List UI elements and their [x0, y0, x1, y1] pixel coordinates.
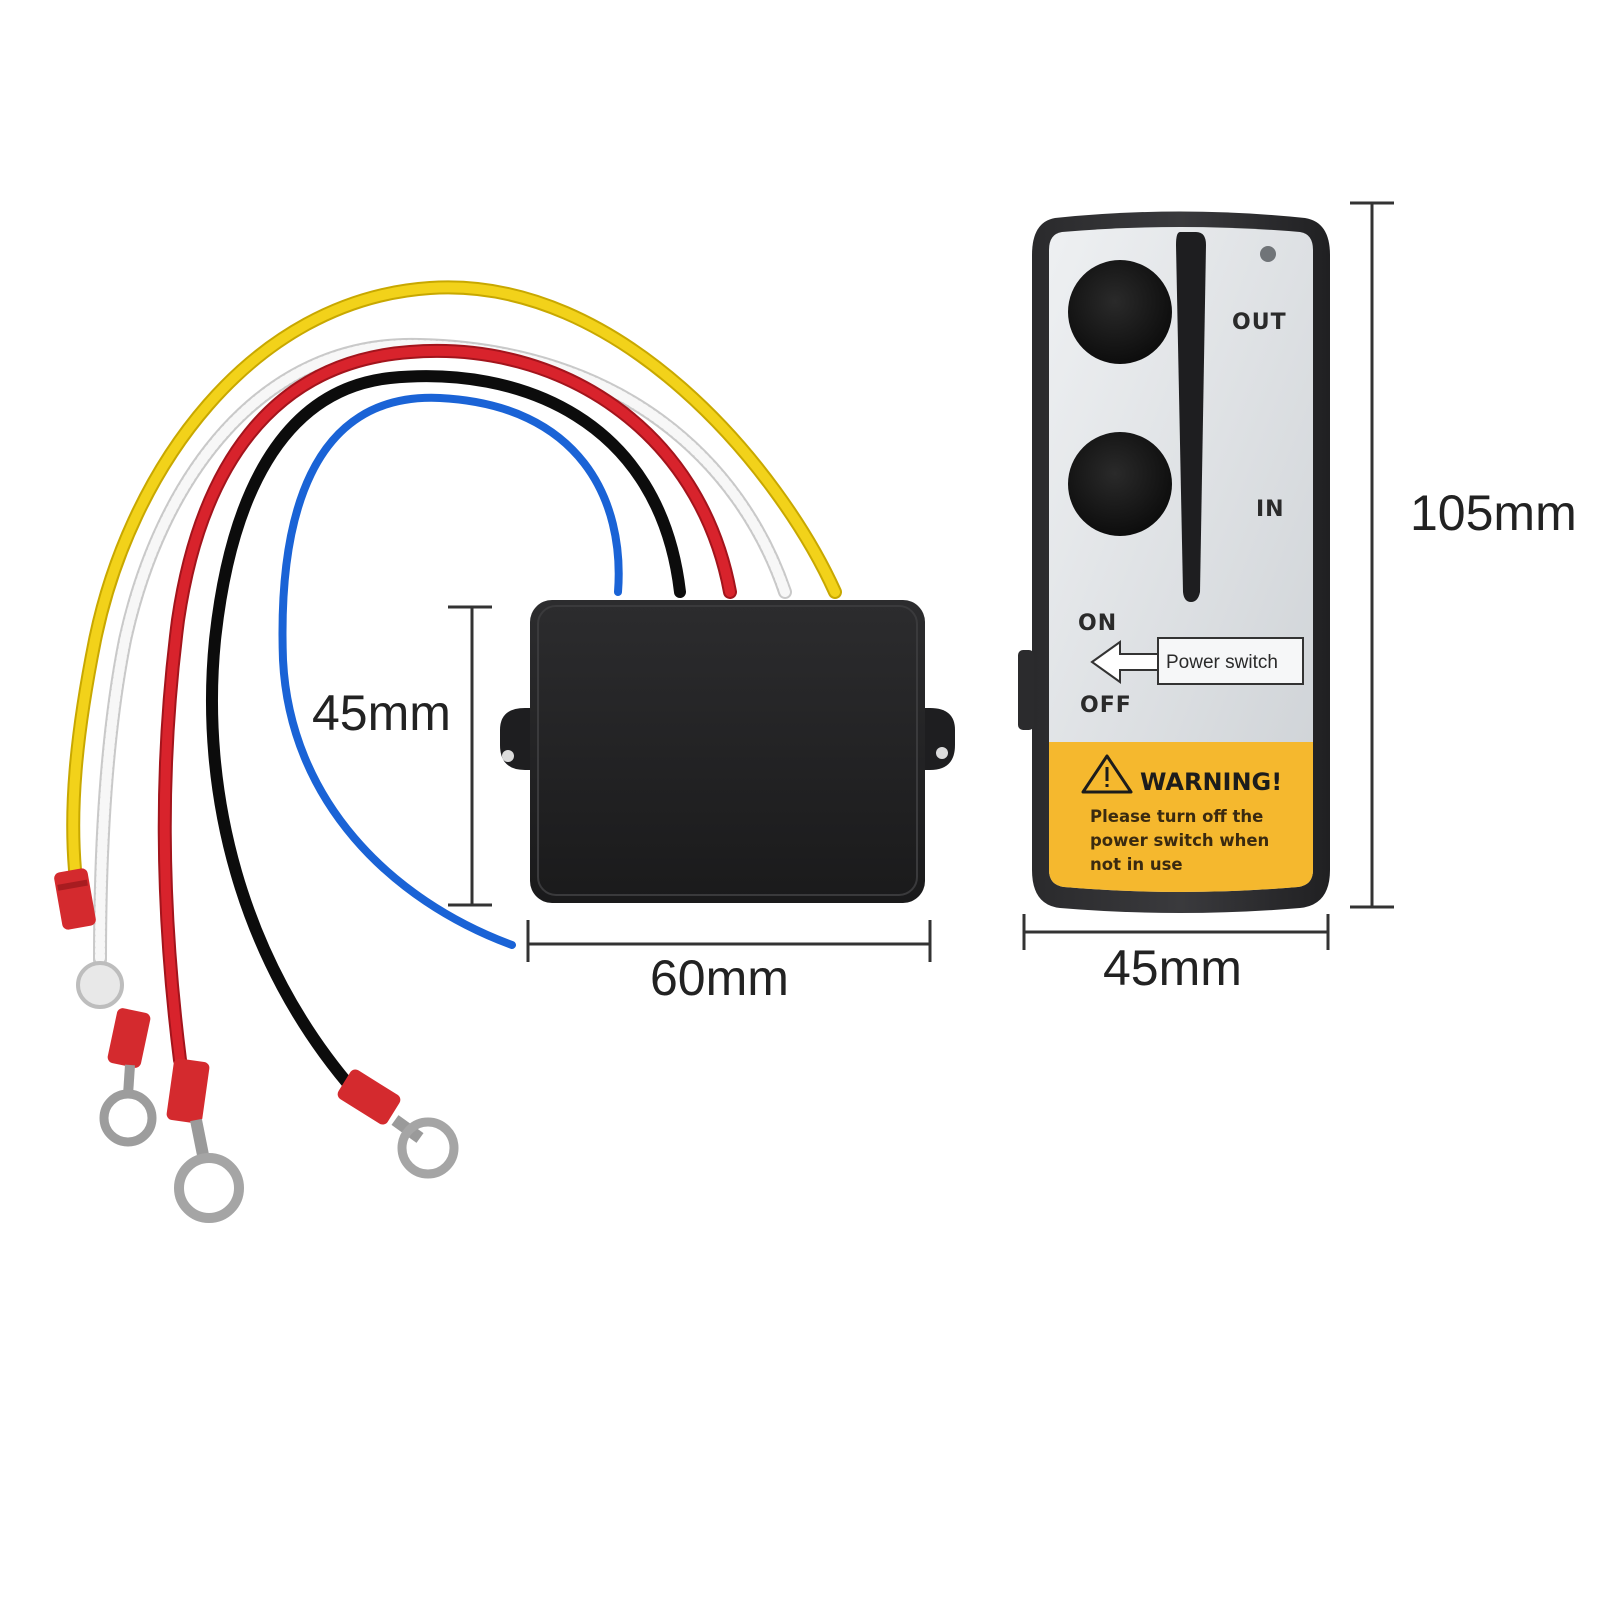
switch-off-label: OFF — [1080, 693, 1132, 718]
out-button[interactable] — [1068, 260, 1172, 364]
remote-faceplate — [1049, 227, 1313, 892]
out-label: OUT — [1232, 310, 1287, 335]
mount-hole-right — [936, 747, 948, 759]
white-terminal — [76, 961, 157, 1147]
warning-title: WARNING! — [1140, 768, 1282, 796]
receiver-wires — [66, 280, 842, 1098]
mount-hole-left — [502, 750, 514, 762]
black-terminal — [337, 1069, 459, 1179]
status-led-icon — [1260, 246, 1276, 262]
warning-line-1: Please turn off the — [1090, 807, 1263, 826]
receiver-height-label: 45mm — [312, 685, 451, 741]
remote-width-dimension — [1022, 914, 1330, 950]
remote-control: OUT IN ON OFF Power switch WARNING! Plea… — [1018, 211, 1330, 913]
remote-height-dimension — [1350, 201, 1394, 909]
power-switch-label: Power switch — [1166, 652, 1278, 673]
in-button[interactable] — [1068, 432, 1172, 536]
warning-line-2: power switch when — [1090, 831, 1269, 850]
in-label: IN — [1256, 497, 1285, 522]
receiver-box — [500, 600, 955, 903]
blue-wire — [278, 393, 623, 949]
red-terminal — [166, 1058, 244, 1223]
yellow-terminal — [54, 868, 96, 930]
remote-height-label: 105mm — [1410, 485, 1577, 541]
remote-width-label: 45mm — [1103, 940, 1242, 996]
receiver-width-label: 60mm — [650, 950, 789, 1006]
warning-line-3: not in use — [1090, 855, 1183, 874]
ring-terminals — [54, 868, 459, 1223]
black-wire — [205, 370, 686, 1098]
receiver-width-dimension — [526, 920, 932, 962]
warning-panel — [1049, 742, 1313, 892]
side-power-switch — [1018, 650, 1034, 730]
warning-triangle-icon — [1081, 754, 1133, 794]
switch-on-label: ON — [1078, 611, 1117, 636]
receiver-height-dimension — [448, 605, 492, 907]
